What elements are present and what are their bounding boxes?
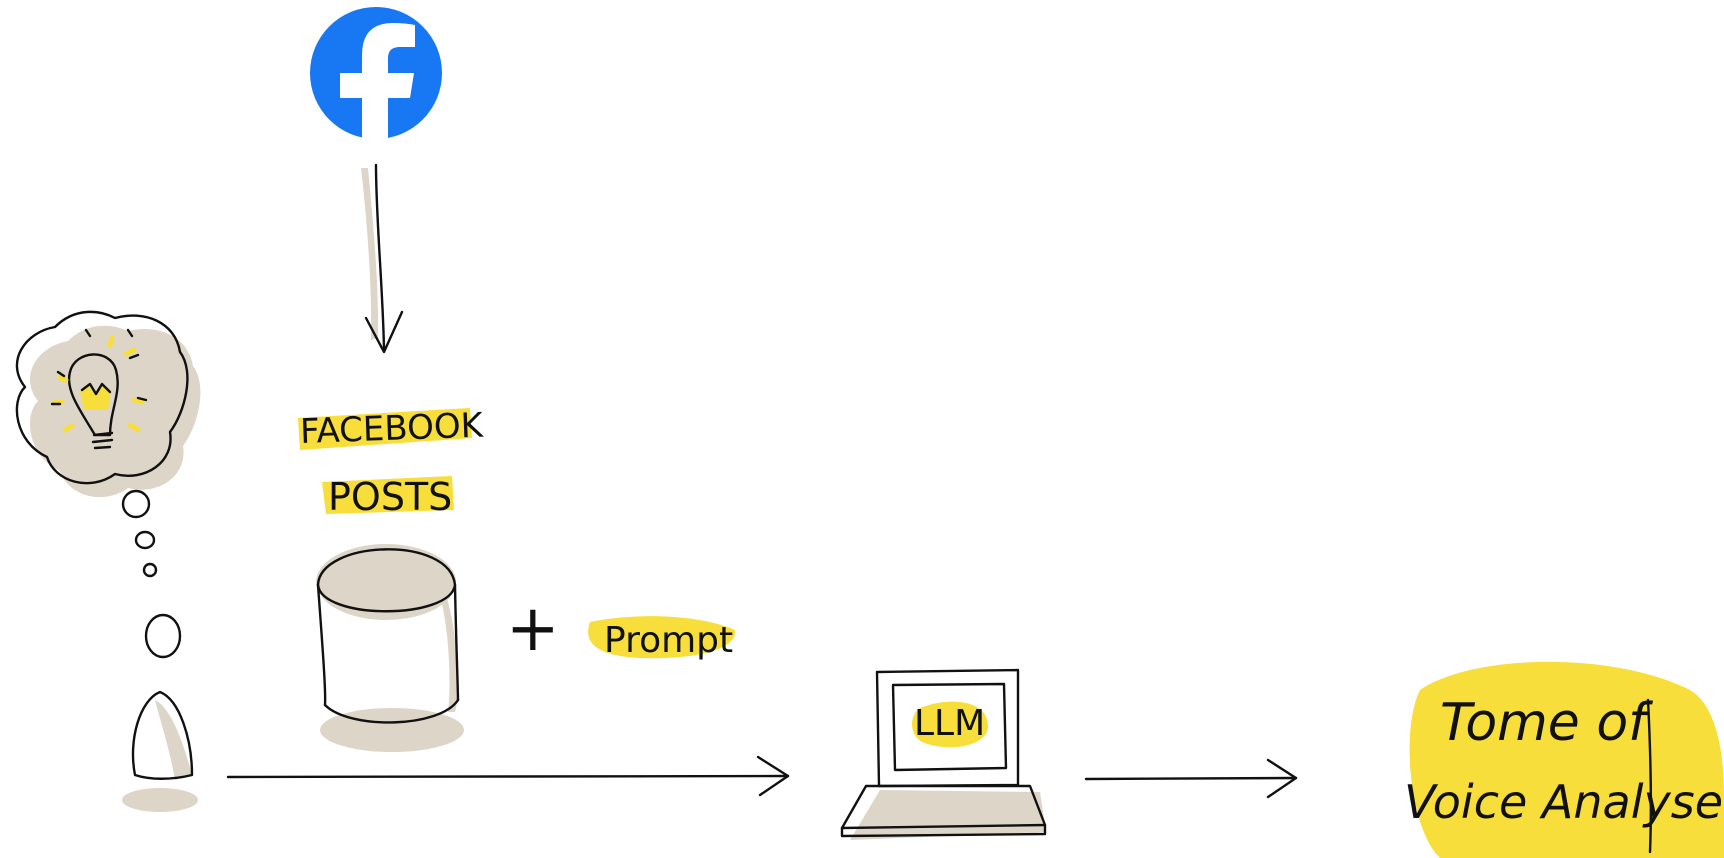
facebook-posts-label: FACEBOOK POSTS [298, 406, 485, 519]
tone-line2: Voice Analyse [1404, 775, 1723, 829]
facebook-posts-line1: FACEBOOK [299, 406, 485, 452]
prompt-text: Prompt [604, 620, 733, 661]
tone-of-voice-output: Tome of Voice Analyse [1404, 661, 1724, 858]
database-icon [316, 544, 464, 752]
laptop-icon: LLM [840, 668, 1047, 840]
llm-label: LLM [914, 703, 985, 744]
lightbulb-icon [50, 328, 148, 450]
prompt-label: Prompt [588, 616, 736, 661]
plus-sign: + [506, 592, 560, 666]
arrow-to-output [1084, 758, 1298, 799]
person-icon [122, 613, 198, 812]
arrow-facebook-to-posts [361, 163, 404, 354]
tone-line1: Tome of [1440, 693, 1653, 753]
facebook-posts-line2: POSTS [328, 475, 452, 519]
facebook-logo-icon [310, 7, 442, 140]
arrow-to-llm [226, 755, 790, 797]
thought-bubble [15, 310, 201, 578]
